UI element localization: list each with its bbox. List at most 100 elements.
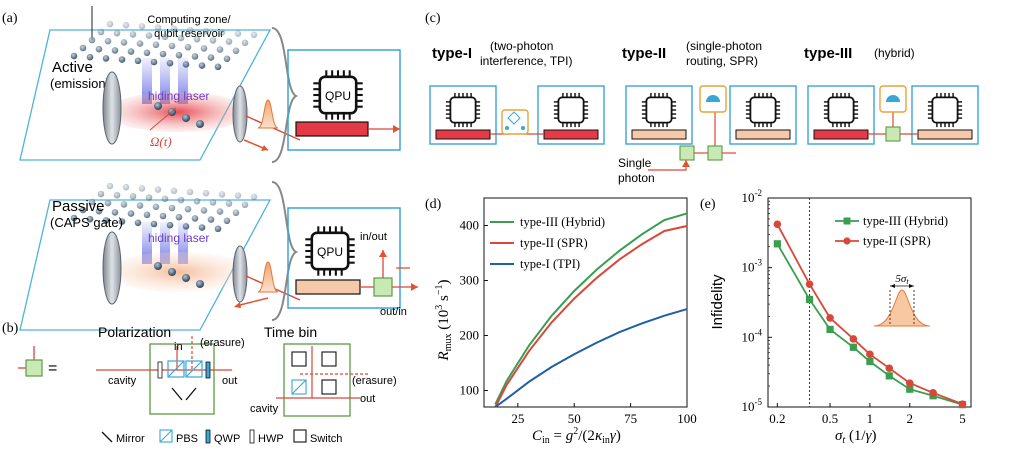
qwp-legend-icon bbox=[205, 429, 211, 444]
polarization-box bbox=[149, 343, 215, 415]
atom bbox=[241, 39, 249, 47]
panel-label-b: (b) bbox=[2, 321, 19, 336]
cavity-mirror-left-active bbox=[102, 71, 122, 145]
data-point bbox=[885, 364, 894, 373]
chart-e-legend: type-III (Hybrid)type-II (SPR) bbox=[835, 214, 948, 248]
hiding-laser-beams-active bbox=[142, 58, 188, 104]
atom bbox=[120, 201, 128, 208]
type1-cavity-right bbox=[543, 129, 599, 140]
type2-desc-2: routing, SPR) bbox=[686, 54, 758, 68]
atom bbox=[113, 29, 121, 37]
panel-b: (b) = Polarization in (erasure) cavity o… bbox=[2, 321, 397, 445]
qpu-box-active bbox=[287, 49, 401, 151]
x-tick-label: 50 bbox=[568, 411, 581, 426]
atom bbox=[184, 43, 192, 51]
atom bbox=[152, 41, 160, 49]
atom bbox=[184, 205, 192, 213]
atom bbox=[161, 195, 169, 203]
data-point bbox=[905, 379, 914, 387]
type3-node-left bbox=[807, 85, 875, 145]
timebin-out-label: out bbox=[360, 393, 375, 405]
panel-label-c: (c) bbox=[425, 11, 441, 26]
legend-switch: Switch bbox=[310, 433, 342, 445]
cavity-mode-passive bbox=[106, 252, 250, 292]
type2-detector-icon bbox=[706, 95, 720, 102]
legend-label: type-III (Hybrid) bbox=[520, 215, 605, 229]
chart-d-series bbox=[494, 212, 688, 408]
type2-node-left bbox=[625, 85, 693, 145]
hiding-laser-beams-passive bbox=[142, 222, 188, 264]
type1-chip-right-icon bbox=[553, 92, 589, 128]
passive-label: Passive bbox=[52, 198, 105, 215]
mirror-2 bbox=[185, 387, 197, 401]
pbs-timebin bbox=[291, 379, 307, 395]
type3-cavity-right bbox=[917, 129, 973, 140]
hwp-element bbox=[157, 361, 163, 379]
legend-label: type-III (Hybrid) bbox=[863, 214, 948, 228]
atom bbox=[154, 24, 162, 31]
atom bbox=[200, 45, 208, 52]
polarization-erasure-label: (erasure) bbox=[200, 337, 245, 349]
atom-grid-passive bbox=[70, 182, 258, 233]
y-tick-label: 10-3 bbox=[742, 258, 763, 275]
atom bbox=[88, 198, 96, 206]
series-line bbox=[776, 243, 963, 406]
type2-name: type-II bbox=[622, 45, 666, 62]
cavity-atoms-passive bbox=[154, 262, 204, 288]
atom bbox=[150, 58, 158, 66]
chart-e-frame bbox=[767, 197, 972, 408]
out-in-arrowhead bbox=[411, 283, 418, 291]
x-tick-label: 1 bbox=[867, 411, 874, 426]
atom bbox=[129, 31, 137, 38]
type3-detector-icon bbox=[886, 95, 900, 102]
timebin-erasure-label: (erasure) bbox=[352, 375, 397, 387]
chart-e-series bbox=[773, 220, 967, 409]
atom bbox=[168, 204, 176, 212]
atom bbox=[134, 219, 142, 227]
atom bbox=[159, 212, 167, 220]
atom bbox=[79, 44, 87, 52]
mirror-legend-icon bbox=[101, 431, 113, 443]
x-tick-label: 0.2 bbox=[769, 411, 785, 426]
atom bbox=[111, 47, 119, 54]
timebin-cavity-label: cavity bbox=[250, 403, 279, 415]
panel-a: (a) Computing zone/ qubit reservoir Acti… bbox=[2, 6, 418, 331]
type3-router bbox=[885, 126, 901, 142]
atom bbox=[79, 206, 87, 214]
atom bbox=[122, 183, 130, 191]
polarization-out-label: out bbox=[222, 375, 237, 387]
hwp-legend-icon bbox=[249, 429, 255, 444]
cavity-mirror-left-passive bbox=[102, 231, 122, 305]
atom bbox=[134, 57, 142, 65]
polarization-title: Polarization bbox=[98, 324, 171, 340]
atom bbox=[113, 191, 121, 199]
data-point bbox=[866, 357, 874, 366]
type3-node-right bbox=[911, 85, 979, 145]
atom bbox=[97, 28, 105, 36]
atom bbox=[193, 35, 201, 43]
pbs-1 bbox=[167, 360, 185, 378]
cavity-bar-passive bbox=[295, 279, 361, 295]
data-point bbox=[849, 343, 857, 351]
data-point bbox=[906, 385, 914, 393]
atom bbox=[186, 188, 194, 196]
polarization-in-label: in bbox=[174, 341, 183, 353]
atom bbox=[154, 186, 162, 193]
data-point bbox=[826, 325, 834, 333]
chart-d-frame bbox=[483, 197, 688, 408]
router-symbol bbox=[25, 359, 43, 377]
data-point bbox=[805, 280, 814, 288]
atom bbox=[136, 202, 144, 209]
series-line bbox=[776, 223, 963, 405]
atom bbox=[198, 62, 206, 69]
switch-legend-icon bbox=[293, 429, 307, 443]
atom bbox=[177, 34, 185, 42]
atom bbox=[216, 46, 224, 53]
switch-1 bbox=[291, 351, 307, 367]
atom bbox=[198, 224, 206, 231]
timebin-box bbox=[283, 343, 351, 417]
atom bbox=[138, 23, 146, 30]
atom bbox=[104, 37, 112, 45]
